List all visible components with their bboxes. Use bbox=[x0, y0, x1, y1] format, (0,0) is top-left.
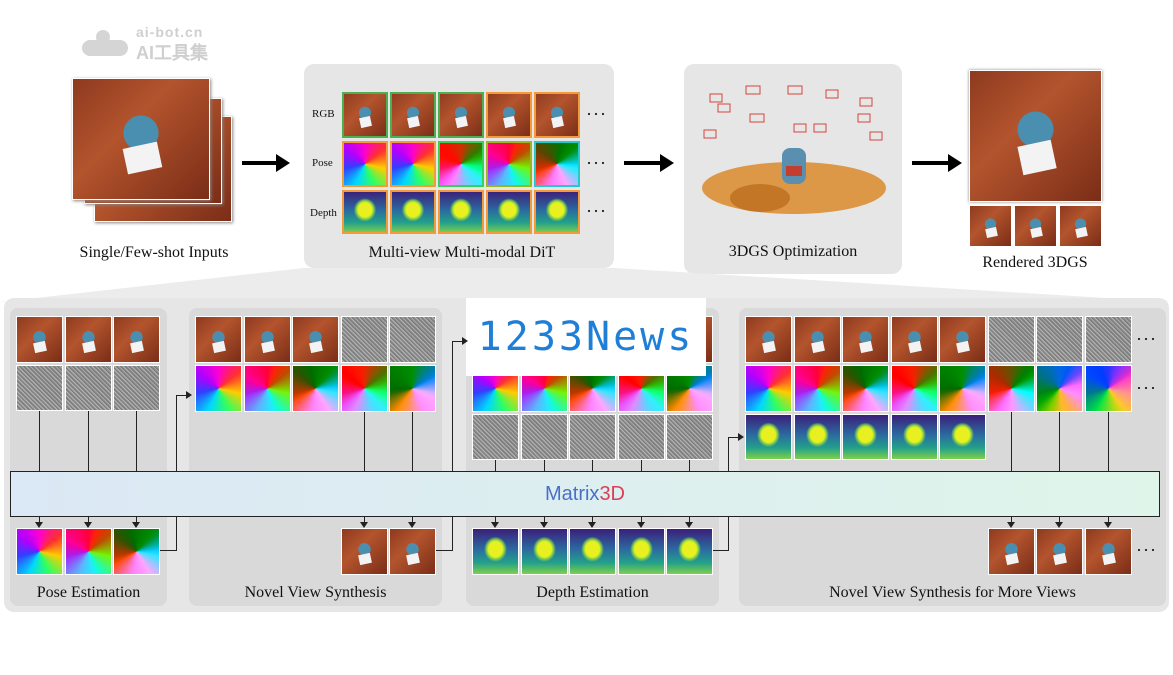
watermark-logo: ai-bot.cn AI工具集 bbox=[82, 24, 242, 64]
caption-pose-estimation: Pose Estimation bbox=[36, 584, 141, 601]
ellipsis-more-pose: ··· bbox=[1136, 378, 1157, 398]
zoom-connector bbox=[0, 268, 1173, 302]
ellipsis-more-out: ··· bbox=[1136, 540, 1157, 560]
ellipsis-more-rgb: ··· bbox=[1136, 329, 1157, 349]
arrow-dit-to-optim bbox=[624, 154, 674, 172]
model-name-prefix: Matrix bbox=[544, 483, 600, 505]
caption-dit: Multi-view Multi-modal DiT bbox=[368, 244, 556, 261]
row-label-depth: Depth bbox=[310, 207, 337, 219]
logo-icon bbox=[82, 30, 128, 56]
arrow-optim-to-rendered bbox=[912, 154, 962, 172]
watermark-brand: AI工具集 bbox=[136, 43, 208, 63]
ellipsis-pose: ··· bbox=[586, 153, 607, 173]
overlay-banner: 1233News bbox=[466, 298, 706, 376]
rendered-main-image bbox=[969, 70, 1102, 202]
caption-inputs: Single/Few-shot Inputs bbox=[79, 244, 229, 261]
ellipsis-depth: ··· bbox=[586, 201, 607, 221]
row-label-rgb: RGB bbox=[312, 108, 335, 120]
caption-novel-view-synthesis: Novel View Synthesis bbox=[244, 584, 387, 601]
gaussian-scene bbox=[702, 85, 886, 214]
model-name-suffix: 3D bbox=[599, 483, 626, 505]
arrow-inputs-to-dit bbox=[242, 154, 290, 172]
camera-frustums bbox=[703, 85, 883, 141]
ellipsis-rgb: ··· bbox=[586, 104, 607, 124]
row-label-pose: Pose bbox=[312, 157, 333, 169]
matrix3d-bar: Matrix3D bbox=[10, 471, 1160, 517]
caption-depth-estimation: Depth Estimation bbox=[536, 584, 649, 601]
caption-optim: 3DGS Optimization bbox=[728, 243, 858, 260]
caption-nvs-more-views: Novel View Synthesis for More Views bbox=[829, 584, 1076, 601]
watermark-domain: ai-bot.cn bbox=[136, 24, 204, 40]
caption-rendered: Rendered 3DGS bbox=[982, 254, 1088, 271]
